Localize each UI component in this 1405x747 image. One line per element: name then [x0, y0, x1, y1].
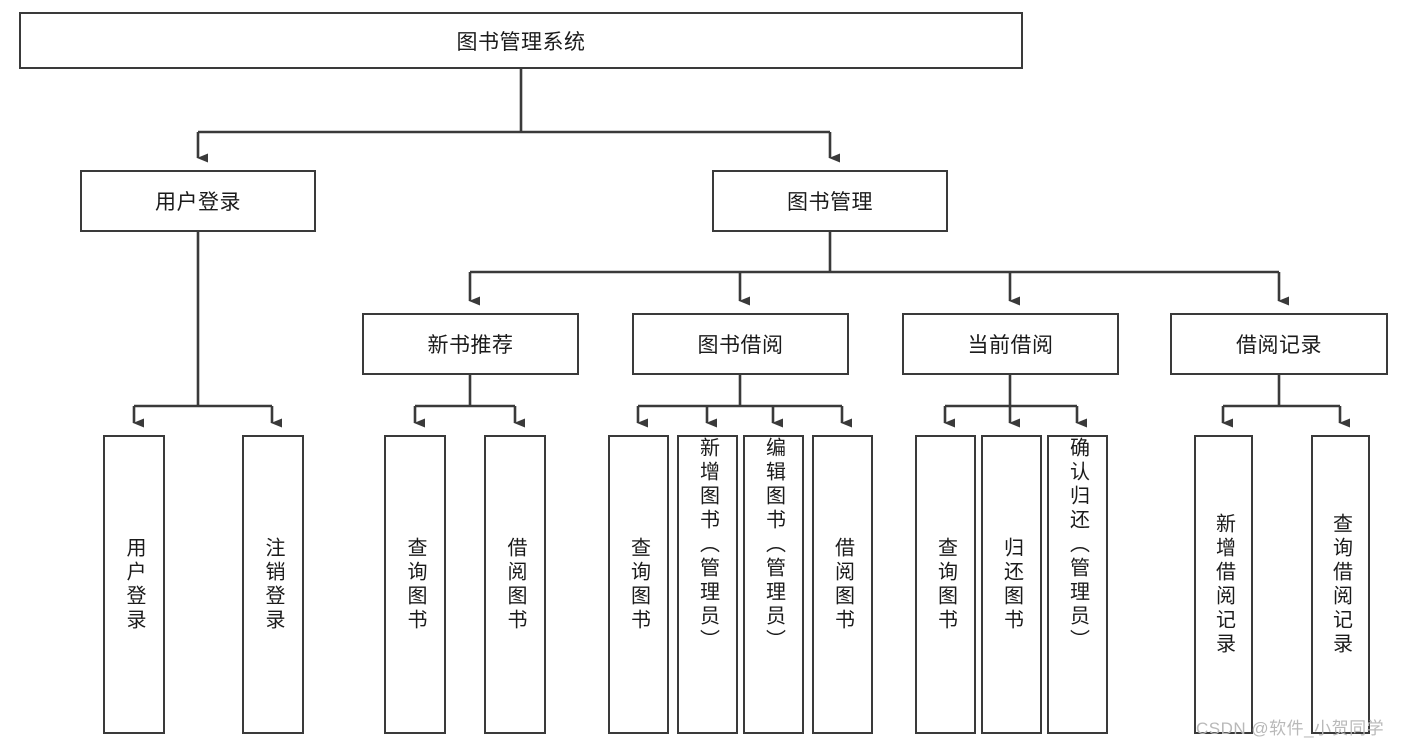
node-current-borrow[interactable]: 当前借阅 [902, 313, 1119, 375]
node-leaf-edit-book-label: 编辑图书（管理员） [762, 437, 785, 653]
node-leaf-return-book[interactable]: 归还图书 [981, 435, 1042, 734]
node-book-borrow[interactable]: 图书借阅 [632, 313, 849, 375]
node-leaf-edit-book[interactable]: 编辑图书（管理员） [743, 435, 804, 734]
node-user-login-label: 用户登录 [155, 191, 241, 214]
node-leaf-user-login[interactable]: 用户登录 [103, 435, 165, 734]
node-leaf-add-record[interactable]: 新增借阅记录 [1194, 435, 1253, 734]
node-leaf-borrow-book[interactable]: 借阅图书 [812, 435, 873, 734]
node-new-book-rec[interactable]: 新书推荐 [362, 313, 579, 375]
node-leaf-query-record-label: 查询借阅记录 [1329, 512, 1352, 657]
node-leaf-confirm-return[interactable]: 确认归还（管理员） [1047, 435, 1108, 734]
node-leaf-logout[interactable]: 注销登录 [242, 435, 304, 734]
node-leaf-query-book-rec[interactable]: 查询图书 [384, 435, 446, 734]
watermark: CSDN @软件_小贺同学 [1196, 719, 1385, 738]
node-leaf-return-book-label: 归还图书 [1000, 536, 1023, 633]
node-borrow-record-label: 借阅记录 [1236, 334, 1322, 357]
node-leaf-user-login-label: 用户登录 [123, 536, 145, 633]
node-leaf-add-book[interactable]: 新增图书（管理员） [677, 435, 738, 734]
node-leaf-query-record[interactable]: 查询借阅记录 [1311, 435, 1370, 734]
node-leaf-query-book-cur-label: 查询图书 [934, 536, 957, 633]
node-leaf-borrow-book-label: 借阅图书 [831, 536, 854, 633]
node-leaf-borrow-book-rec[interactable]: 借阅图书 [484, 435, 546, 734]
node-root-label: 图书管理系统 [456, 30, 586, 54]
node-book-borrow-label: 图书借阅 [697, 334, 784, 357]
node-new-book-rec-label: 新书推荐 [427, 334, 514, 357]
node-current-borrow-label: 当前借阅 [967, 334, 1054, 357]
node-book-manage-label: 图书管理 [787, 191, 873, 214]
node-leaf-add-record-label: 新增借阅记录 [1212, 512, 1235, 657]
node-leaf-query-book-borrow[interactable]: 查询图书 [608, 435, 669, 734]
node-borrow-record[interactable]: 借阅记录 [1170, 313, 1388, 375]
node-book-manage[interactable]: 图书管理 [712, 170, 948, 232]
node-leaf-query-book-borrow-label: 查询图书 [627, 536, 650, 633]
node-root[interactable]: 图书管理系统 [19, 12, 1023, 69]
node-leaf-add-book-label: 新增图书（管理员） [696, 437, 719, 653]
node-leaf-confirm-return-label: 确认归还（管理员） [1066, 437, 1089, 653]
node-leaf-logout-label: 注销登录 [262, 536, 284, 633]
node-leaf-query-book-rec-label: 查询图书 [404, 536, 426, 633]
node-user-login[interactable]: 用户登录 [80, 170, 316, 232]
node-leaf-borrow-book-rec-label: 借阅图书 [504, 536, 526, 633]
node-leaf-query-book-cur[interactable]: 查询图书 [915, 435, 976, 734]
